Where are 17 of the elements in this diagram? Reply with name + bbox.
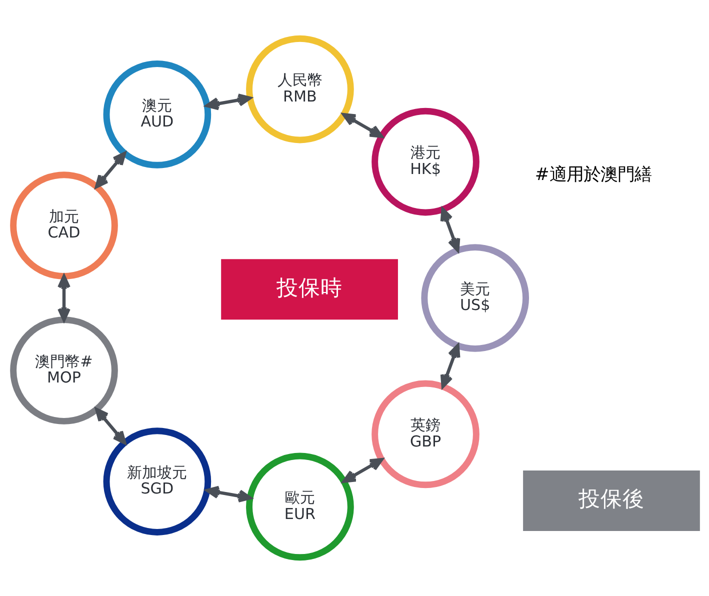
- arrow: [342, 113, 383, 138]
- node-circle: 美元 US$: [420, 244, 529, 352]
- arrow: [205, 94, 251, 110]
- arrow: [440, 344, 460, 388]
- node-circle: 人民幣 RMB: [246, 35, 354, 144]
- arrow: [57, 274, 70, 322]
- node-circle: 歐元 EUR: [246, 452, 354, 561]
- node-box: 投保後: [522, 470, 700, 531]
- node-circle: 英鎊 GBP: [371, 380, 479, 488]
- arrow: [205, 486, 252, 502]
- arrow: [94, 152, 126, 188]
- label: #適用於澳門繕: [534, 165, 651, 186]
- node-circle: 港元 HK$: [371, 108, 479, 216]
- arrow: [342, 458, 383, 483]
- arrow: [440, 208, 460, 252]
- arrow: [94, 408, 126, 444]
- node-box: 投保時: [220, 259, 398, 320]
